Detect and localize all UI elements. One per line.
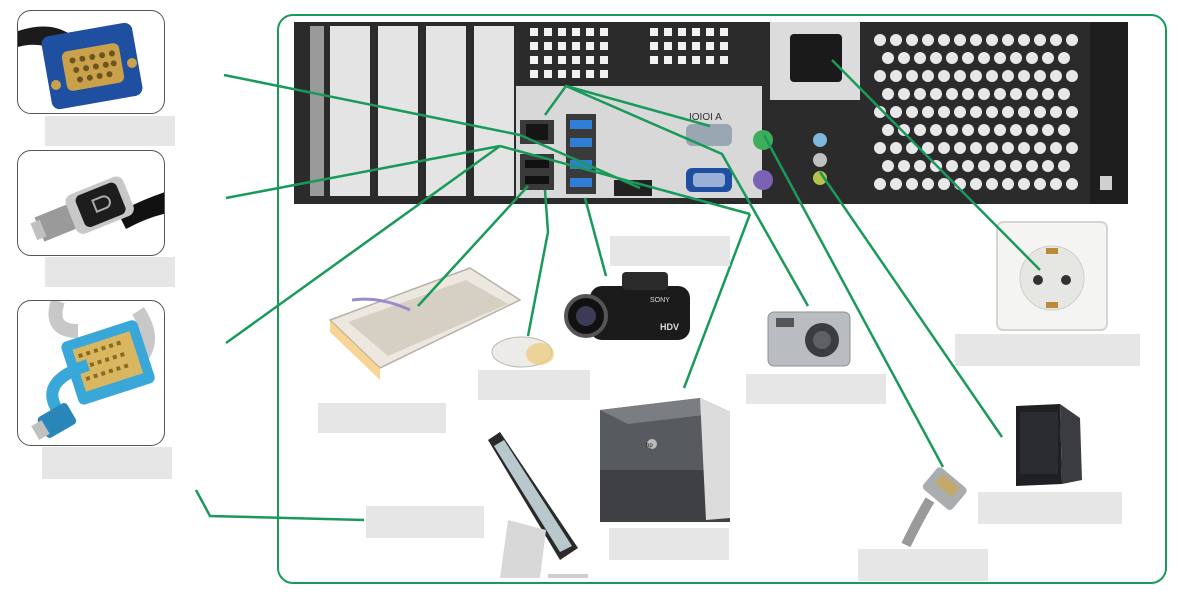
displayport-connector-thumbnail (17, 150, 165, 256)
monitor-label-box (366, 506, 484, 538)
camcorder-model: HDV (660, 322, 679, 332)
vga-connector-thumbnail (17, 10, 165, 114)
printer-brand: hp (646, 443, 653, 449)
ethernet-plug-icon (901, 467, 967, 548)
line-printer (682, 213, 752, 389)
camcorder-label-box (610, 236, 730, 266)
line-mouse (526, 189, 550, 337)
main-panel-frame (277, 14, 1167, 584)
line-keyboard (417, 185, 529, 307)
line-dvi-hdmi (225, 144, 501, 345)
dvi-hdmi-connector-thumbnail (17, 300, 165, 446)
camcorder-brand: SONY (650, 297, 670, 304)
keyboard-icon (328, 267, 522, 380)
psu-fan-grille (860, 22, 1128, 204)
line-network (762, 134, 945, 468)
computer-back-panel: IOIOI A (294, 22, 1128, 204)
displayport-label-box (45, 257, 175, 287)
line-monitor (194, 489, 365, 522)
audio-out-port (813, 171, 827, 185)
line-speaker (818, 171, 1004, 438)
connector-lines (194, 59, 1041, 522)
line-power (831, 59, 1041, 271)
audio-in-port (813, 133, 827, 147)
camera-label-box (746, 374, 886, 404)
printer-label-box (609, 528, 729, 560)
digital-camera-icon (767, 311, 851, 367)
dvi-hdmi-connector-icon (31, 301, 155, 440)
mouse-label-box (478, 370, 590, 400)
power-inlet (790, 34, 842, 82)
dvi-hdmi-label-box (42, 447, 172, 479)
socket-label-box (955, 334, 1140, 366)
network-label-box (858, 549, 988, 581)
vga-connector-icon (18, 22, 143, 110)
serial-port-label: IOIOI A (689, 112, 722, 123)
serial-port (686, 124, 732, 146)
mic-port (813, 153, 827, 167)
displayport-connector-icon (30, 176, 164, 242)
line-camera (543, 84, 810, 307)
ps2-keyboard-port (753, 170, 773, 190)
line-camcorder (583, 197, 608, 277)
line-hub-printer (499, 144, 751, 216)
vga-label-box (45, 116, 175, 146)
camcorder-icon: SONY HDV (564, 272, 690, 340)
speaker-icon (1016, 404, 1082, 486)
power-socket-icon (996, 221, 1108, 331)
speaker-label-box (978, 492, 1122, 524)
line-vga (223, 73, 521, 137)
line-displayport (225, 144, 501, 200)
keyboard-label-box (318, 403, 446, 433)
mouse-icon (491, 336, 554, 368)
line-serial (565, 84, 711, 128)
monitor-icon (488, 432, 588, 578)
printer-icon: hp (600, 398, 730, 522)
